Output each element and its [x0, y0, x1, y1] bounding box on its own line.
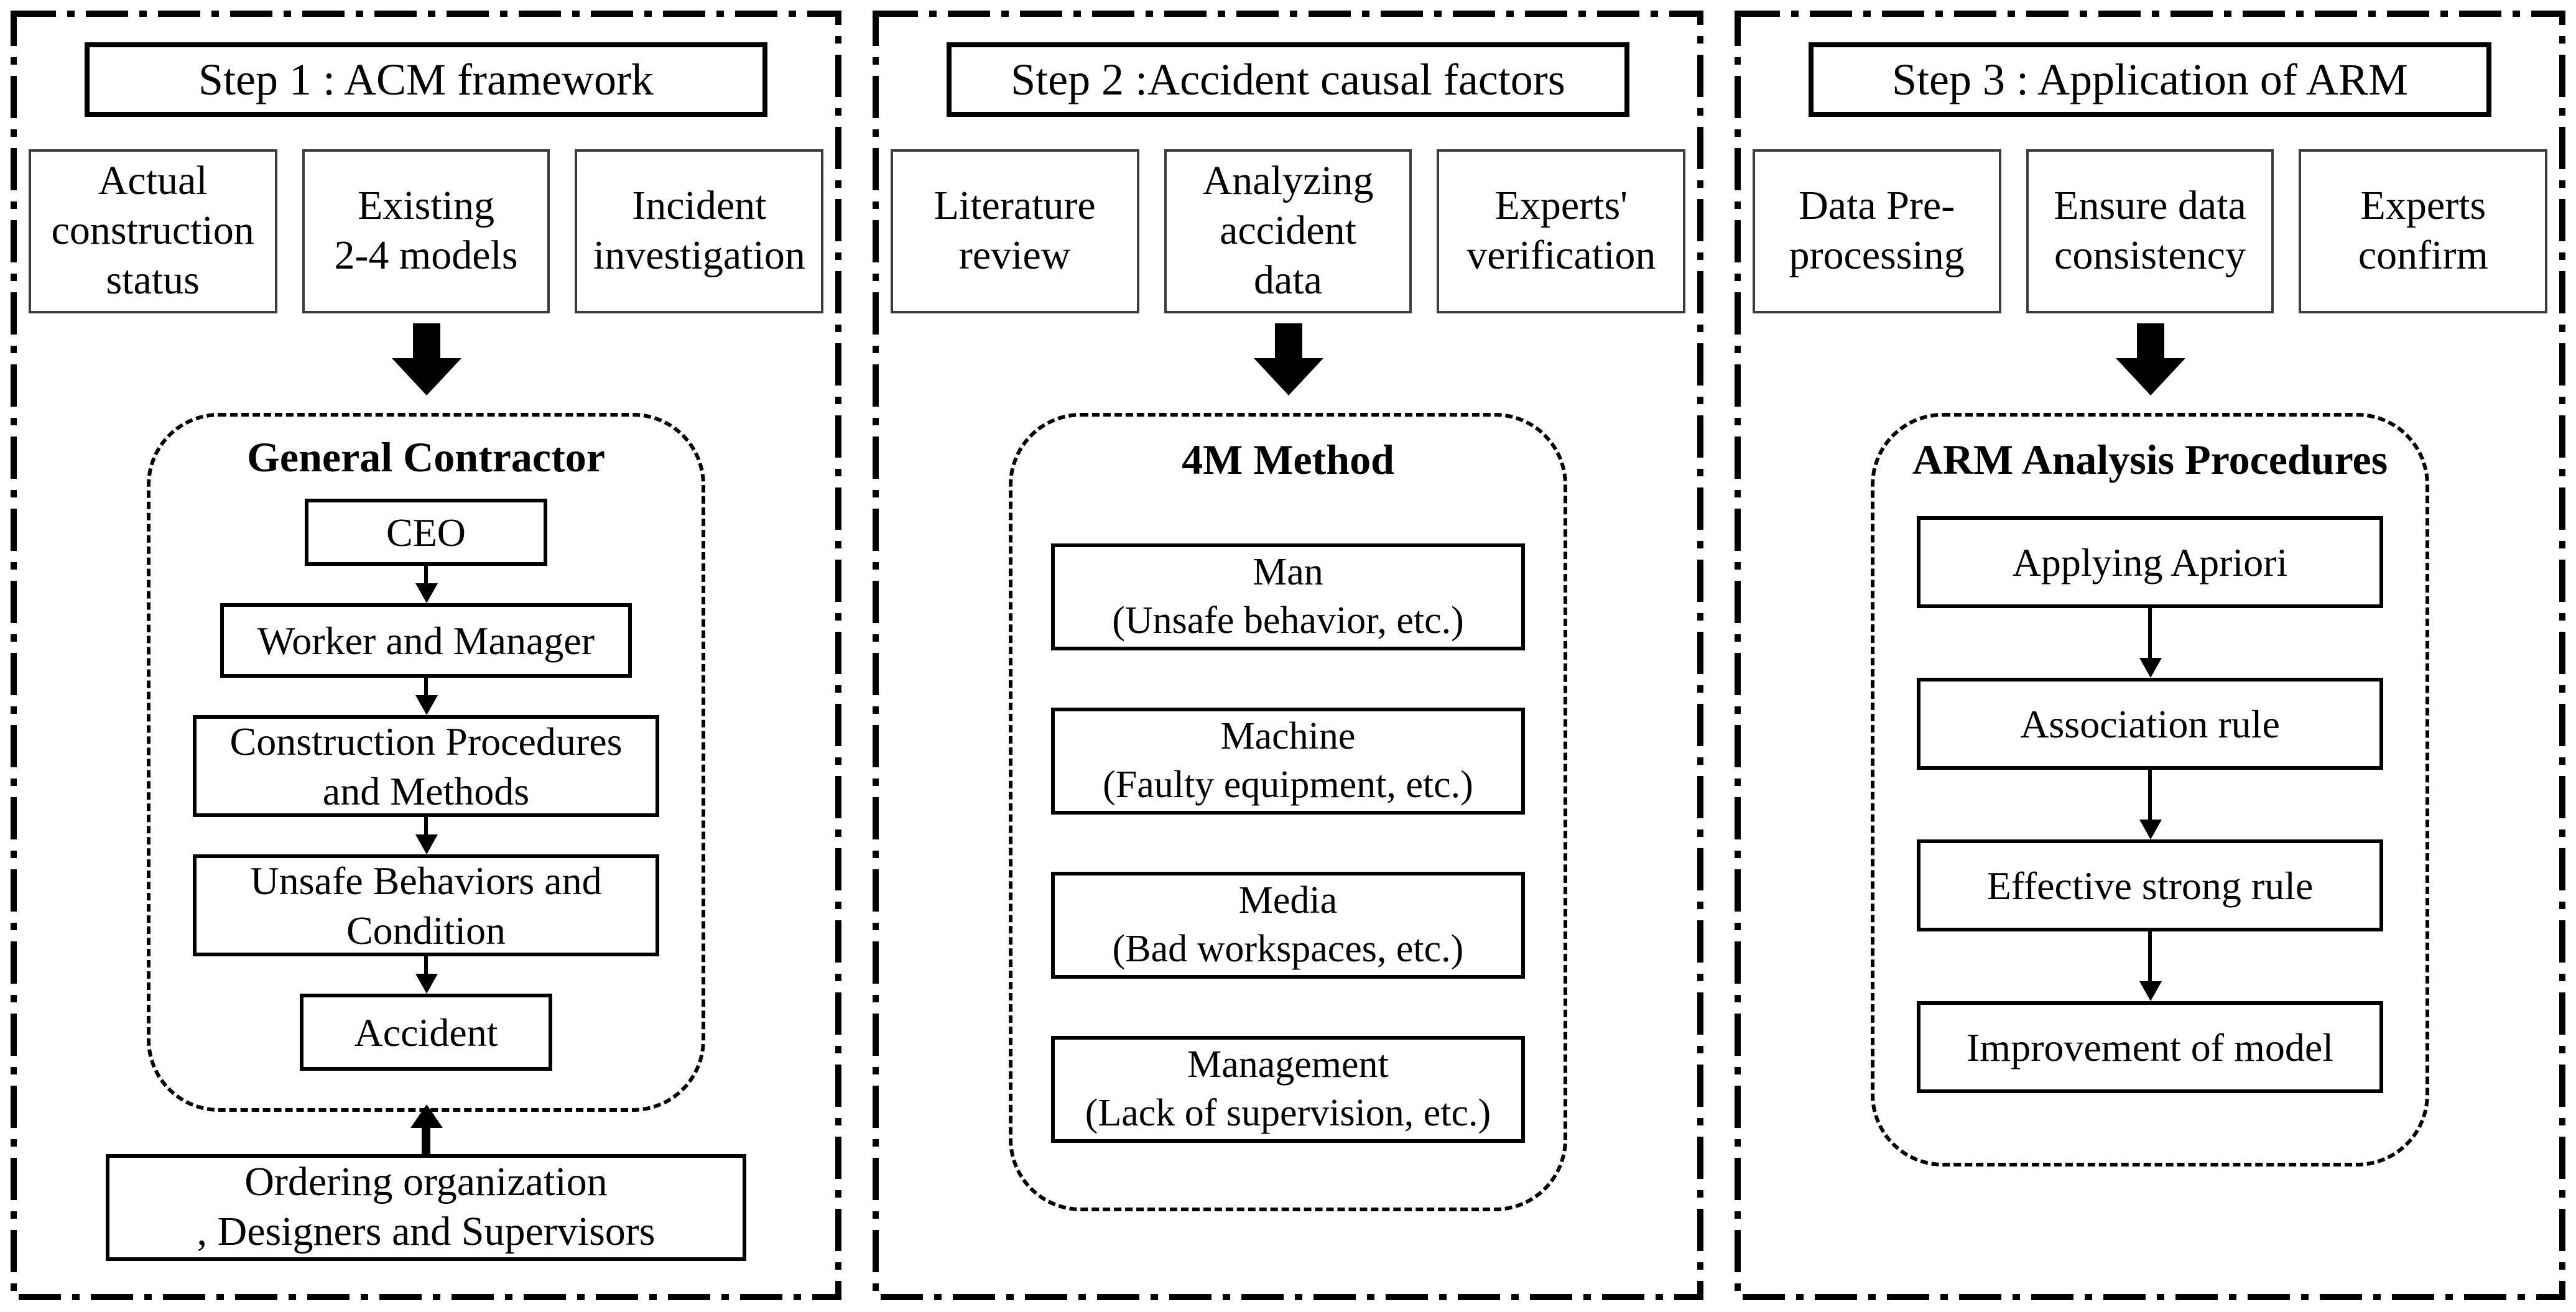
step3-title-text: Step 3 : Application of ARM	[1891, 55, 2408, 104]
general-contractor-container: General Contractor CEO Worker and Manage…	[147, 413, 705, 1112]
arm-analysis-container: ARM Analysis Procedures Applying Apriori…	[1871, 413, 2429, 1166]
input-box-data-preprocessing: Data Pre-processing	[1753, 149, 2001, 313]
box-worker-and-manager: Worker and Manager	[220, 603, 632, 678]
arrow-stem	[422, 1128, 430, 1157]
thick-up-arrow-icon	[410, 1104, 442, 1157]
arrow-stem	[1274, 323, 1302, 358]
box-effective-strong-rule: Effective strong rule	[1916, 839, 2384, 931]
box-accident: Accident	[299, 994, 553, 1071]
flow-arrow-icon	[2139, 608, 2161, 678]
big-down-arrow-icon	[1253, 323, 1323, 395]
box-man: Man(Unsafe behavior, etc.)	[1051, 543, 1525, 650]
step1-title-box: Step 1 : ACM framework	[85, 42, 767, 117]
step1-title-text: Step 1 : ACM framework	[198, 55, 654, 104]
step2-title-box: Step 2 :Accident causal factors	[947, 42, 1629, 117]
box-management: Management(Lack of supervision, etc.)	[1051, 1036, 1525, 1143]
general-contractor-title: General Contractor	[247, 435, 605, 481]
box-applying-apriori: Applying Apriori	[1916, 516, 2384, 608]
arm-analysis-title: ARM Analysis Procedures	[1912, 438, 2388, 484]
arrow-head	[2115, 358, 2185, 395]
panel-step2: Step 2 :Accident causal factors Literatu…	[872, 10, 1704, 1301]
box-ordering-organization: Ordering organization, Designers and Sup…	[105, 1154, 747, 1261]
big-down-arrow-icon	[2115, 323, 2185, 395]
flow-arrow-icon	[415, 956, 437, 994]
arrow-stem	[412, 323, 440, 358]
up-arrow-zone	[410, 1104, 442, 1157]
box-improvement-of-model: Improvement of model	[1916, 1001, 2384, 1093]
arrow-head	[1253, 358, 1323, 395]
input-box-experts-verification: Experts'verification	[1437, 149, 1686, 313]
4m-method-title: 4M Method	[1182, 438, 1394, 484]
box-media: Media(Bad workspaces, etc.)	[1051, 872, 1525, 979]
flow-arrow-icon	[2139, 770, 2161, 839]
panel-step3: Step 3 : Application of ARM Data Pre-pro…	[1734, 10, 2566, 1301]
4m-method-container: 4M Method Man(Unsafe behavior, etc.) Mac…	[1009, 413, 1567, 1211]
step3-title-box: Step 3 : Application of ARM	[1809, 42, 2491, 117]
box-machine: Machine(Faulty equipment, etc.)	[1051, 708, 1525, 815]
flow-arrow-icon	[415, 817, 437, 854]
flow-arrow-icon	[415, 678, 437, 715]
arrow-stem	[2136, 323, 2164, 358]
box-ceo: CEO	[305, 499, 547, 566]
flow-arrow-icon	[2139, 931, 2161, 1001]
flow-arrow-icon	[415, 566, 437, 603]
arrow-head	[410, 1104, 442, 1128]
step2-title-text: Step 2 :Accident causal factors	[1011, 55, 1565, 104]
box-association-rule: Association rule	[1916, 678, 2384, 770]
big-down-arrow-icon	[391, 323, 461, 395]
arrow-head	[391, 358, 461, 395]
